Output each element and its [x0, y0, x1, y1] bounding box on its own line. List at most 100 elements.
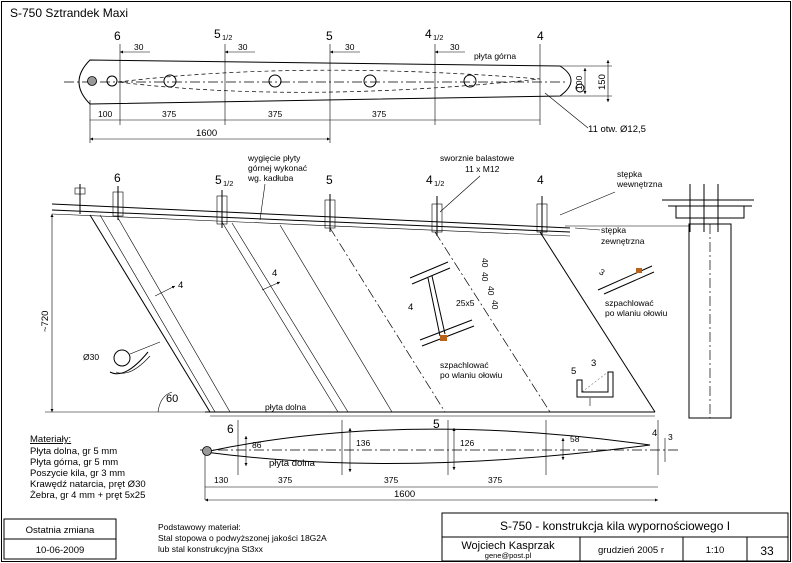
bolt	[324, 194, 336, 232]
material-line: Żebra, gr 4 mm + pręt 5x25	[30, 490, 145, 501]
station-label: 5	[433, 417, 440, 431]
station-label: 4	[537, 173, 544, 187]
dim-text: 375	[278, 475, 292, 485]
rib-thickness: 4	[178, 280, 183, 291]
station-label: 4	[537, 29, 544, 43]
base-material: Podstawowy materiał:	[158, 522, 241, 532]
fill-note: po wlaniu ołowiu	[605, 308, 668, 318]
materials-list: Materiały: Płyta dolna, gr 5 mm Płyta gó…	[30, 434, 146, 501]
section-thickness: 4	[408, 302, 413, 313]
rib-dashed	[329, 227, 446, 413]
top-inner-profile	[117, 69, 541, 93]
top-plate-line	[51, 203, 571, 229]
dim-text: 150	[597, 74, 608, 90]
hole	[268, 74, 282, 88]
note-bend: wygięcie płyty	[247, 153, 301, 163]
rib	[279, 224, 393, 413]
dim-text: 30	[134, 42, 144, 52]
hole	[363, 74, 377, 88]
dim-text: 130	[214, 475, 228, 485]
leading-edge-detail	[109, 341, 161, 375]
drawing-title: S-750 - konstrukcja kila wypornościowego…	[500, 519, 730, 533]
station-sub: 1/2	[433, 33, 443, 42]
leader-line	[439, 175, 481, 213]
dim-text: 30	[450, 42, 460, 52]
leading-edge-rod	[202, 446, 212, 456]
top-view: 6 5 1/2 5 4 1/2 4 30 30 30 30 płyta górn…	[64, 27, 646, 143]
leader-line	[559, 191, 616, 216]
dim-total: 1600	[196, 128, 217, 139]
leader-line	[259, 183, 266, 221]
materials-heading: Materiały:	[30, 434, 71, 445]
author-email: gene@post.pl	[485, 551, 532, 560]
leading-edge-rod	[87, 76, 97, 86]
note-bend: górnej wykonać	[248, 163, 308, 173]
angle-dim: 3	[591, 358, 596, 369]
inner-keel-label: wewnętrzna	[616, 179, 663, 189]
station-label: 5	[326, 29, 333, 43]
dim-total: 1600	[394, 489, 415, 500]
station-label: 4	[425, 27, 432, 41]
width-text: 86	[252, 440, 262, 450]
drawing-date: grudzień 2005 r	[598, 545, 664, 556]
last-change-date-box	[3, 538, 117, 560]
leading-edge-inner	[99, 214, 216, 413]
station-label: 6	[114, 29, 121, 43]
width-text: 136	[356, 438, 370, 448]
station-label: 6	[227, 422, 234, 436]
rib-section-detail	[409, 261, 475, 347]
dim-text: 375	[384, 475, 398, 485]
outer-keel-label: stępka	[601, 225, 626, 235]
station-label: 6	[114, 171, 121, 185]
trailing-thickness: 3	[598, 267, 607, 278]
drawing-title-top: S-750 Sztrandek Maxi	[10, 6, 128, 20]
fill-note: szpachlować	[440, 360, 489, 370]
inner-keel-label: stępka	[617, 169, 642, 179]
author: Wojciech Kasprzak	[461, 540, 555, 552]
note-bolts: sworznie balastowe	[440, 153, 514, 163]
leading-edge	[89, 214, 211, 413]
dim-line	[261, 281, 281, 291]
material-line: Poszycie kila, gr 3 mm	[30, 468, 125, 479]
material-line: Płyta dolna, gr 5 mm	[30, 446, 117, 457]
dim-text: 100	[98, 109, 112, 119]
base-material: Stal stopowa o podwyższonej jakości 18G2…	[158, 533, 327, 543]
bottom-plate-outline	[204, 428, 651, 464]
width-text: 3	[668, 432, 673, 442]
dim-text: 100	[574, 76, 584, 90]
bolt	[216, 190, 228, 228]
bolt	[431, 196, 443, 236]
base-material: lub stal konstrukcyjna St3xx	[158, 544, 264, 554]
last-change-date: 10-06-2009	[36, 545, 85, 556]
width-text: 126	[460, 438, 474, 448]
diameter-label: Ø30	[83, 352, 99, 362]
trailing-edge-detail	[597, 265, 655, 295]
spacing-text: 40	[480, 258, 490, 268]
top-plate-line	[51, 209, 571, 233]
spacing-text: 40	[480, 272, 490, 282]
plate-label: płyta górna	[474, 51, 516, 61]
station-sub: 1/2	[223, 179, 233, 188]
dim-text: 30	[345, 42, 355, 52]
station-sub: 1/2	[222, 33, 232, 42]
side-view: 6 5 1/2 5 4 1/2 4 wygięcie płyty górnej …	[40, 153, 754, 419]
dim-text: 30	[238, 42, 248, 52]
bottom-plate-label: płyta dolna	[265, 402, 306, 412]
height-text: ~720	[40, 311, 51, 332]
trailing-edge	[539, 231, 656, 413]
rib	[231, 222, 349, 413]
spacing-text: 40	[486, 286, 496, 296]
angle-detail	[576, 371, 614, 406]
station-sub: 1/2	[434, 179, 444, 188]
dim-line	[154, 285, 176, 297]
bolt	[536, 196, 548, 236]
note-bolts: 11 x M12	[465, 164, 500, 174]
rib	[221, 221, 339, 413]
info-row	[441, 536, 789, 562]
sheet-number: 33	[760, 544, 774, 558]
dim-text: 375	[488, 475, 502, 485]
hole	[106, 75, 118, 87]
angle-text: 60	[166, 393, 178, 405]
